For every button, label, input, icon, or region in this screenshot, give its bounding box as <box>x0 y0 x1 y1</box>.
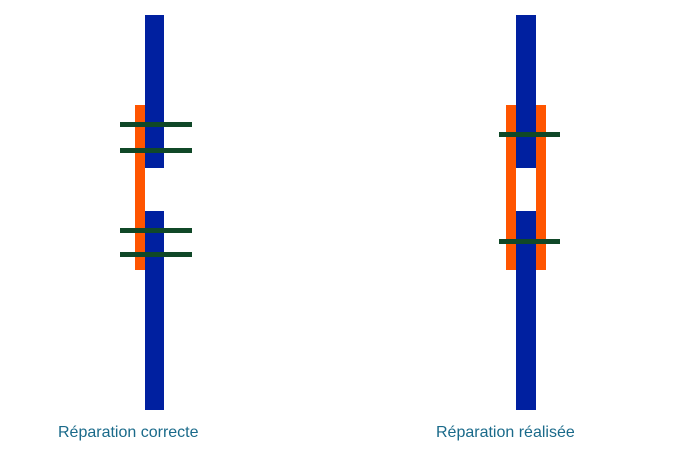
element-lower-segment <box>145 211 164 410</box>
repair-splint-right <box>536 105 546 270</box>
element-lower-segment <box>516 211 536 410</box>
caption-realised-repair: Réparation réalisée <box>436 424 575 441</box>
fastener-2 <box>499 239 560 244</box>
repair-splint <box>135 105 145 270</box>
fastener-3 <box>120 228 192 233</box>
fastener-1 <box>499 132 560 137</box>
element-upper-segment <box>145 15 164 168</box>
panel-realised-repair <box>499 15 560 410</box>
fastener-4 <box>120 252 192 257</box>
repair-splint-left <box>506 105 516 270</box>
caption-correct-repair: Réparation correcte <box>58 424 199 441</box>
fastener-2 <box>120 148 192 153</box>
element-upper-segment <box>516 15 536 168</box>
panel-correct-repair <box>120 15 192 410</box>
fastener-1 <box>120 122 192 127</box>
